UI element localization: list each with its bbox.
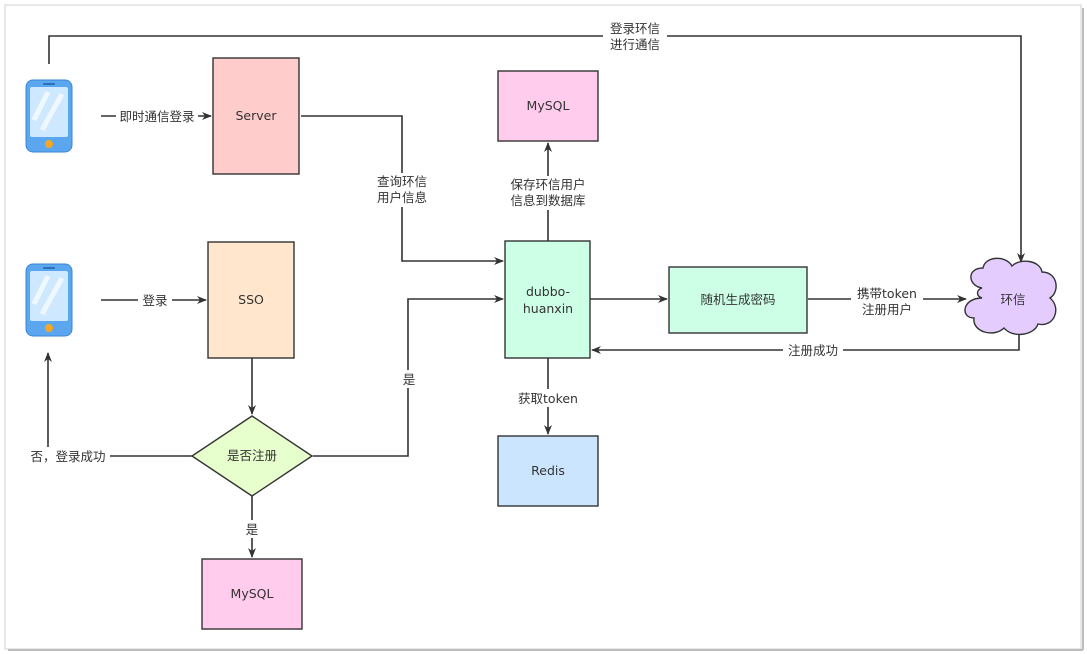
label-no-login-success: 否，登录成功 (30, 449, 105, 464)
label-login: 登录 (142, 293, 167, 308)
label-register-success: 注册成功 (788, 343, 838, 358)
node-sso: SSO (207, 241, 295, 359)
label-yes-right: 是 (403, 372, 416, 387)
edge-login-huanxin (48, 35, 1025, 263)
node-random-password: 随机生成密码 (668, 266, 808, 334)
label-carry-token-2: 注册用户 (862, 302, 912, 317)
node-server: Server (212, 57, 300, 175)
label-login-huanxin-2: 进行通信 (610, 37, 660, 52)
label-carry-token-1: 携带token (857, 286, 917, 301)
label-save-user-1: 保存环信用户 (510, 177, 585, 192)
edge-labels: 登录环信 进行通信 即时通信登录 查询环信 用户信息 保存环信用户 信息到数据库… (26, 20, 923, 538)
node-mysql-bottom: MySQL (201, 558, 303, 630)
edge-register-success (591, 333, 1020, 354)
label-query-user-1: 查询环信 (377, 174, 427, 189)
node-server-label: Server (236, 108, 278, 123)
node-mysql-bottom-label: MySQL (231, 586, 274, 601)
node-redis: Redis (497, 435, 599, 507)
node-dubbo-label-line2: huanxin (523, 301, 573, 316)
node-is-registered: 是否注册 (190, 415, 314, 497)
node-mysql-top: MySQL (497, 70, 599, 142)
node-mysql-top-label: MySQL (527, 98, 570, 113)
label-query-user-2: 用户信息 (377, 190, 427, 205)
node-redis-label: Redis (531, 463, 565, 478)
node-huanxin-cloud: 环信 (964, 257, 1057, 335)
phone-icon-top (25, 79, 73, 153)
label-get-token: 获取token (518, 391, 578, 406)
node-is-registered-label: 是否注册 (227, 448, 277, 463)
label-yes-down: 是 (246, 522, 259, 537)
node-huanxin-label: 环信 (1000, 292, 1025, 307)
node-sso-label: SSO (238, 292, 264, 307)
node-dubbo-huanxin: dubbo- huanxin (504, 240, 591, 359)
node-random-password-label: 随机生成密码 (700, 292, 775, 307)
phone-icon-middle (25, 263, 73, 337)
node-dubbo-label-line1: dubbo- (526, 284, 570, 299)
label-im-login: 即时通信登录 (119, 109, 194, 124)
label-save-user-2: 信息到数据库 (510, 193, 585, 208)
label-login-huanxin-1: 登录环信 (610, 21, 660, 36)
